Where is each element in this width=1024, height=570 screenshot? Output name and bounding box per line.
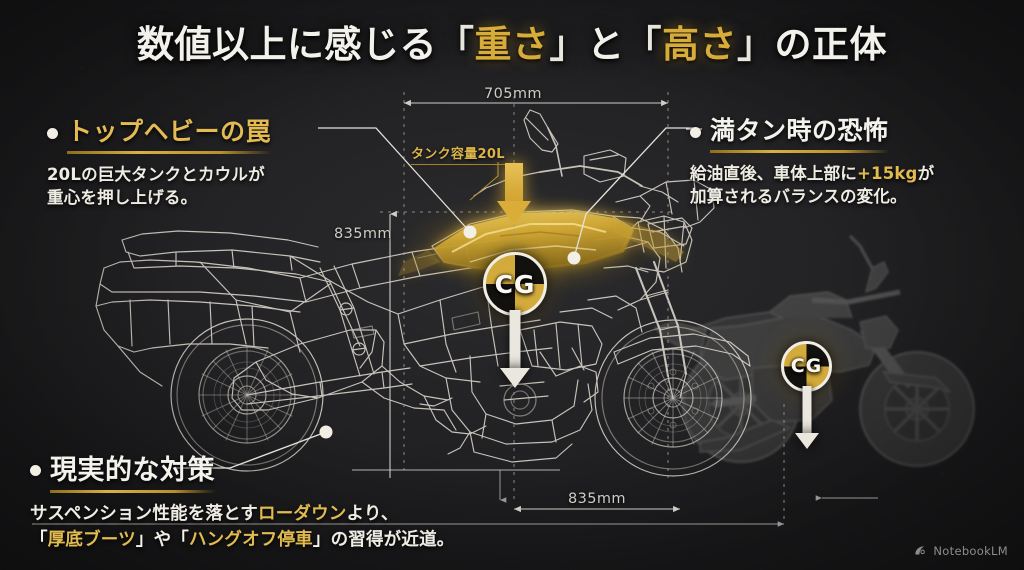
bullet-dot-icon <box>690 126 701 138</box>
line-text-a: サスペンション性能を落とす <box>30 504 258 524</box>
cg-label: CG <box>790 355 823 377</box>
callout-body-line-2: 加算されるバランスの変化。 <box>690 187 907 207</box>
quote-close-1: 」 <box>135 530 154 551</box>
cg-arrow-shaft <box>802 386 811 433</box>
tank-capacity-label: タンク容量20L <box>411 143 505 165</box>
fuel-tank-highlight <box>398 193 684 297</box>
quote-open-1: 「 <box>30 530 48 551</box>
cg-disc-icon: CG <box>781 341 832 392</box>
callout-body-line-1: サスペンション性能を落とすローダウンより、 <box>30 501 454 527</box>
cg-marker-main: CG <box>483 252 547 388</box>
dimension-label-height: 835mm <box>334 226 392 242</box>
dimension-label-length: 835mm <box>568 491 626 507</box>
title-part-1: 数値以上に感じる <box>137 23 437 66</box>
callout-body-line-2: 重心を押し上げる。 <box>47 188 198 208</box>
dimension-835mm-length <box>32 495 878 527</box>
arrow-shaft <box>505 163 523 201</box>
callout-body-line-1: 給油直後、車体上部に+15kgが <box>690 162 934 185</box>
callout-body-line-2: 「厚底ブーツ」や「ハングオフ停車」の習得が近道。 <box>30 527 454 553</box>
callout-full-tank: 満タン時の恐怖 給油直後、車体上部に+15kgが 加算されるバランスの変化。 <box>690 111 934 209</box>
lowdown-highlight: ローダウン <box>258 504 347 524</box>
callout-body-line-1: 20Lの巨大タンクとカウルが <box>47 165 265 184</box>
callout-body: サスペンション性能を落とすローダウンより、 「厚底ブーツ」や「ハングオフ停車」の… <box>30 501 454 554</box>
hangoff-highlight: ハングオフ停車 <box>188 530 313 551</box>
title-middle: と <box>587 23 625 66</box>
callout-heading-row: 現実的な対策 <box>30 448 454 493</box>
callout-top-heavy: トップヘビーの罠 20Lの巨大タンクとカウルが 重心を押し上げる。 <box>47 112 272 210</box>
line-text-b: が <box>917 164 935 183</box>
arrow-head <box>497 201 531 225</box>
watermark-label: NotebookLM <box>933 544 1008 558</box>
bullet-dot-icon <box>30 465 41 476</box>
cg-label: CG <box>494 269 536 299</box>
cg-disc-icon: CG <box>483 252 547 316</box>
callout-heading-row: 満タン時の恐怖 <box>690 111 934 153</box>
cg-arrow-shaft <box>509 310 521 372</box>
leader-lines <box>176 127 702 469</box>
watermark: NotebookLM <box>913 544 1008 558</box>
cg-marker-comparison: CG <box>781 341 832 449</box>
title-bracket-open-1: 「 <box>437 23 475 66</box>
line-middle: や <box>153 530 172 551</box>
dimension-835mm-height <box>352 210 560 478</box>
notebooklm-logo-icon <box>915 546 926 555</box>
line-text-a: 給油直後、車体上部に <box>690 164 857 183</box>
title-bracket-close-2: 」 <box>737 23 775 66</box>
quote-open-2: 「 <box>171 530 189 551</box>
callout-heading: 満タン時の恐怖 <box>710 111 889 153</box>
callout-practical-measures: 現実的な対策 サスペンション性能を落とすローダウンより、 「厚底ブーツ」や「ハン… <box>30 448 454 554</box>
title-gold-1: 重さ <box>474 23 550 66</box>
tank-weight-arrow <box>497 163 531 225</box>
bullet-dot-icon <box>47 127 58 139</box>
callout-heading-row: トップヘビーの罠 <box>47 112 272 154</box>
callout-body: 20Lの巨大タンクとカウルが 重心を押し上げる。 <box>47 163 271 210</box>
title-gold-2: 高さ <box>662 23 737 66</box>
line-tail: の習得が近道。 <box>330 530 455 551</box>
title-part-2: の正体 <box>774 23 887 66</box>
line-text-b: より、 <box>346 504 399 524</box>
callout-body: 給油直後、車体上部に+15kgが 加算されるバランスの変化。 <box>690 162 934 209</box>
boots-highlight: 厚底ブーツ <box>47 530 136 551</box>
callout-heading: トップヘビーの罠 <box>67 112 272 154</box>
dimension-label-width: 705mm <box>484 86 542 102</box>
weight-highlight: +15kg <box>857 164 918 183</box>
cg-arrow-head <box>794 433 819 449</box>
cg-arrow-head <box>500 368 530 388</box>
title-bracket-open-2: 「 <box>624 23 662 66</box>
title-bracket-close-1: 」 <box>549 23 587 66</box>
comparison-motorcycle-ghost <box>653 234 975 467</box>
callout-heading: 現実的な対策 <box>50 448 215 493</box>
quote-close-2: 」 <box>312 530 331 551</box>
page-title: 数値以上に感じる「重さ」と「高さ」の正体 <box>0 14 1024 68</box>
